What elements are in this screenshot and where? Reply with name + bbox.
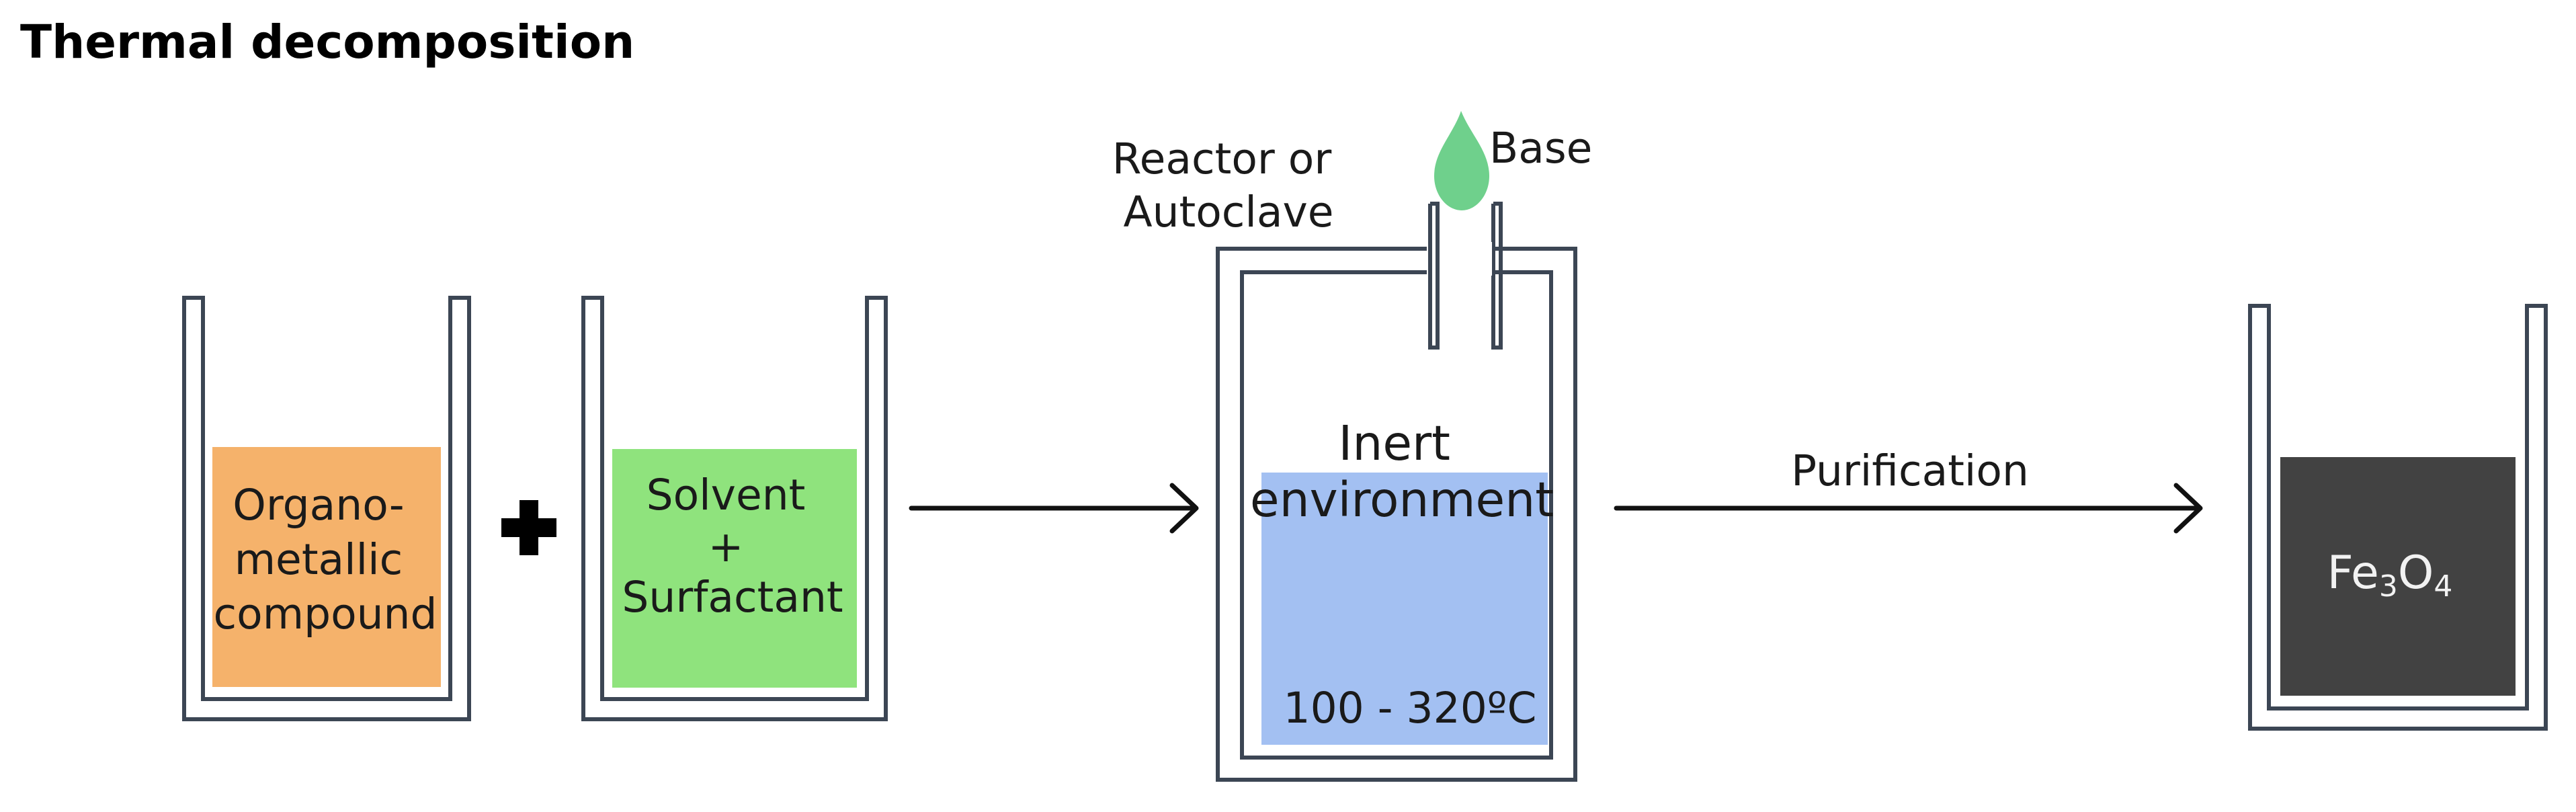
- beaker-solvent-label-line1: Solvent: [647, 471, 806, 520]
- reactor-caption-line1: Reactor or: [1112, 134, 1332, 184]
- beaker-solvent-label-line2: +: [708, 522, 744, 571]
- reactor-autoclave: Reactor or Autoclave Base Inert environm…: [1112, 111, 1592, 782]
- reactor-inlet-tube: [1427, 202, 1503, 350]
- beaker-organometallic-label-line2: metallic: [235, 535, 403, 584]
- beaker-organometallic-label-line3: compound: [214, 590, 438, 639]
- beaker-solvent-liquid: [612, 449, 857, 688]
- process-arrow-purification: Purification: [1614, 446, 2203, 534]
- beaker-solvent-label: Solvent + Surfactant: [622, 471, 843, 622]
- base-label: Base: [1489, 124, 1592, 173]
- base-drop-icon: [1434, 111, 1489, 210]
- purification-label: Purification: [1791, 446, 2029, 495]
- beaker-product-liquid: [2280, 457, 2516, 696]
- reactor-condition-label: Inert environment: [1250, 415, 1554, 528]
- beaker-product-outline: [2248, 304, 2548, 731]
- diagram-title: Thermal decomposition: [20, 15, 634, 69]
- beaker-solvent-surfactant: Solvent + Surfactant: [581, 296, 888, 721]
- beaker-organometallic-outline: [182, 296, 471, 721]
- reactor-caption-line2: Autoclave: [1123, 188, 1333, 237]
- reactor-condition-line2: environment: [1250, 472, 1554, 528]
- product-formula-label: Fe3O4: [2327, 546, 2453, 604]
- reactor-inner-wall: [1240, 270, 1553, 760]
- reactor-outer-wall: [1216, 247, 1577, 782]
- reactor-temperature-label: 100 - 320ºC: [1284, 684, 1537, 733]
- plus-icon: [501, 500, 556, 555]
- beaker-organometallic-label: Organo- metallic compound: [214, 481, 438, 639]
- beaker-organometallic-liquid: [212, 447, 441, 687]
- beaker-solvent-label-line3: Surfactant: [622, 573, 843, 622]
- beaker-product: Fe3O4: [2248, 304, 2548, 731]
- reactor-caption: Reactor or Autoclave: [1112, 134, 1345, 237]
- beaker-organometallic: Organo- metallic compound: [182, 296, 471, 721]
- process-arrow-1: [909, 483, 1199, 534]
- reactor-liquid: [1261, 473, 1548, 745]
- beaker-organometallic-label-line1: Organo-: [233, 481, 404, 530]
- reactor-condition-line1: Inert: [1338, 415, 1450, 471]
- beaker-solvent-outline: [581, 296, 888, 721]
